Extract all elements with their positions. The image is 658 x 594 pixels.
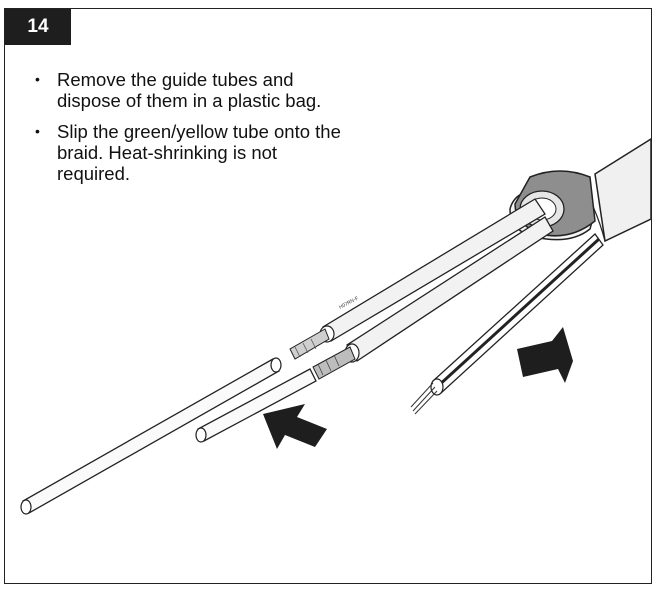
- guide-tube-long: [20, 357, 282, 515]
- slip-on-direction-arrow: [517, 327, 573, 383]
- instruction-item: • Slip the green/yellow tube onto the br…: [35, 121, 355, 184]
- instruction-text: Remove the guide tubes and dispose of th…: [57, 69, 322, 111]
- instruction-text: Slip the green/yellow tube onto the brai…: [57, 121, 341, 184]
- guide-tube-short: [195, 368, 317, 443]
- remove-direction-arrow: [263, 404, 327, 449]
- step-number: 14: [27, 16, 49, 37]
- bullet-icon: •: [35, 71, 40, 87]
- instruction-list: • Remove the guide tubes and dispose of …: [35, 69, 355, 194]
- conductor-core-lower: H07RN-F: [312, 216, 554, 380]
- instruction-item: • Remove the guide tubes and dispose of …: [35, 69, 355, 111]
- bullet-icon: •: [35, 123, 40, 139]
- earth-braid-tube: [410, 233, 604, 415]
- conductor-core-upper: [289, 198, 546, 360]
- cable-assembly-illustration: H07RN-F: [20, 138, 651, 515]
- step-number-badge: 14: [5, 9, 71, 45]
- instruction-panel: 14 • Remove the guide tubes and dispose …: [4, 8, 652, 584]
